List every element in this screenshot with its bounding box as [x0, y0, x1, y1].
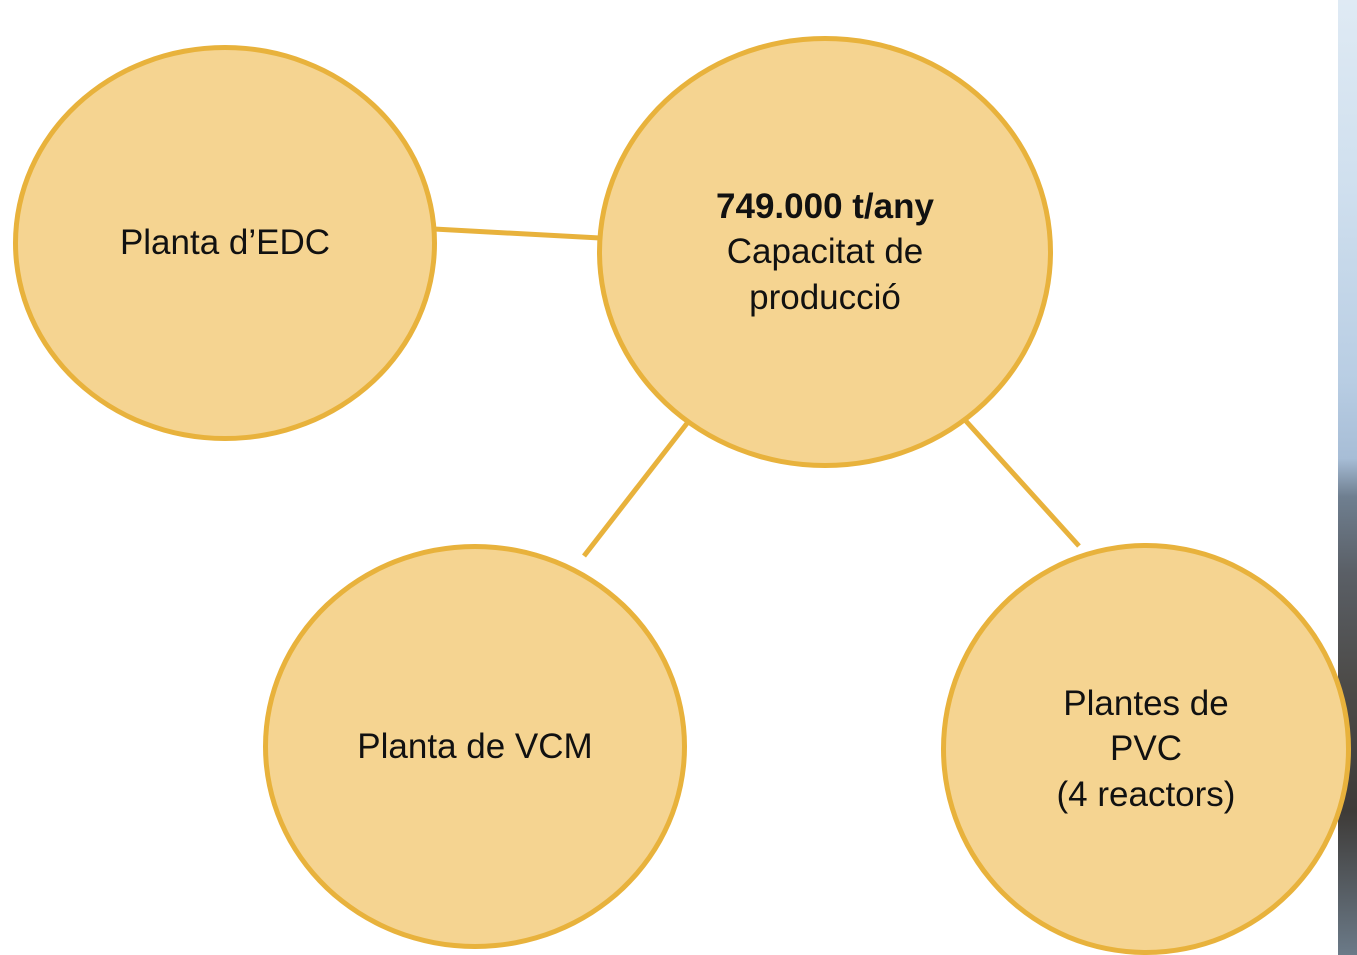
node-label-line3: (4 reactors) — [1056, 774, 1236, 814]
connector-edc-center — [433, 226, 601, 241]
capacity-label-line2: producció — [749, 277, 901, 317]
node-plantes-pvc: Plantes de PVC (4 reactors) — [941, 543, 1351, 955]
node-planta-edc: Planta d’EDC — [13, 45, 437, 441]
node-planta-vcm: Planta de VCM — [263, 544, 687, 949]
connector-center-pvc — [963, 418, 1081, 548]
node-label-line2: PVC — [1110, 729, 1182, 769]
node-label: Planta d’EDC — [119, 223, 331, 263]
node-capacitat-produccio: 749.000 t/any Capacitat de producció — [597, 36, 1053, 468]
connector-center-vcm — [582, 420, 690, 558]
capacity-label-line1: Capacitat de — [726, 232, 924, 272]
capacity-value: 749.000 t/any — [716, 186, 934, 226]
node-label: Planta de VCM — [357, 726, 593, 766]
node-label-line1: Plantes de — [1063, 683, 1229, 723]
